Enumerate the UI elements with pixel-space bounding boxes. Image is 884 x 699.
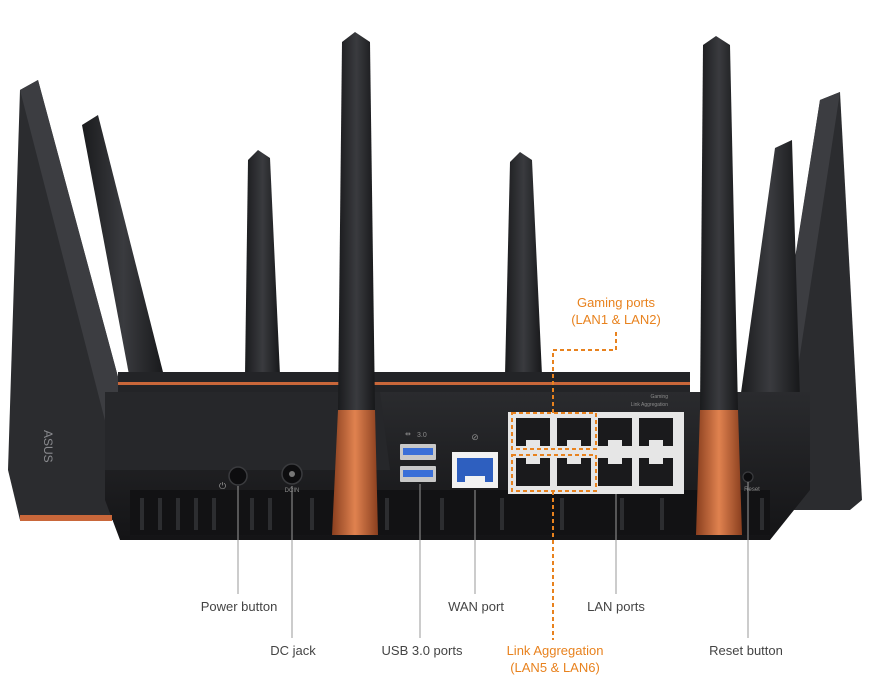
gaming-ports-label-line2: (LAN1 & LAN2) (571, 312, 661, 327)
gaming-ports-highlight (511, 332, 617, 450)
power-button-graphic: ⏻ (219, 466, 248, 492)
antenna-back-left (245, 150, 280, 375)
antenna-front-right (696, 36, 742, 535)
lan-ports-label: LAN ports (587, 599, 645, 614)
leader-lines (237, 482, 749, 638)
lan-ports-graphic: Gaming Link Aggregation (508, 394, 684, 494)
wan-port-label: WAN port (448, 599, 504, 614)
gaming-ports-label-line1: Gaming ports (576, 295, 656, 310)
antenna-outer-left (8, 80, 135, 520)
antenna-back-right (505, 152, 542, 375)
asus-logo: ASUS (41, 430, 55, 463)
link-aggregation-label-line1: Link Aggregation (506, 643, 604, 658)
link-aggregation-label: Link Aggregation (LAN5 & LAN6) (507, 642, 604, 676)
power-button-label: Power button (200, 599, 278, 614)
usb-ports-label: USB 3.0 ports (381, 643, 463, 658)
reset-button-graphic: Reset (742, 471, 760, 493)
reset-button-label: Reset button (709, 643, 783, 658)
panel-legend-aggregation: Link Aggregation (631, 402, 668, 408)
copper-accent-left (20, 515, 112, 521)
antenna-right-2 (740, 140, 800, 400)
usb-ports-graphic: ⇹ 3.0 (400, 430, 436, 482)
usb-icon: ⇹ (405, 430, 411, 438)
usb-mark: 3.0 (417, 432, 427, 439)
wan-port-graphic: ⊘ (452, 433, 498, 488)
globe-icon: ⊘ (471, 433, 479, 443)
power-icon: ⏻ (219, 481, 226, 492)
link-aggregation-label-line2: (LAN5 & LAN6) (510, 660, 600, 675)
antenna-left-2 (82, 115, 165, 380)
link-aggregation-highlight (511, 454, 597, 640)
panel-legend-gaming: Gaming (650, 394, 668, 400)
gaming-ports-label: Gaming ports (LAN1 & LAN2) (571, 294, 661, 328)
antenna-front-left (332, 32, 378, 535)
reset-mark: Reset (744, 487, 760, 493)
dc-jack-label: DC jack (270, 643, 316, 658)
